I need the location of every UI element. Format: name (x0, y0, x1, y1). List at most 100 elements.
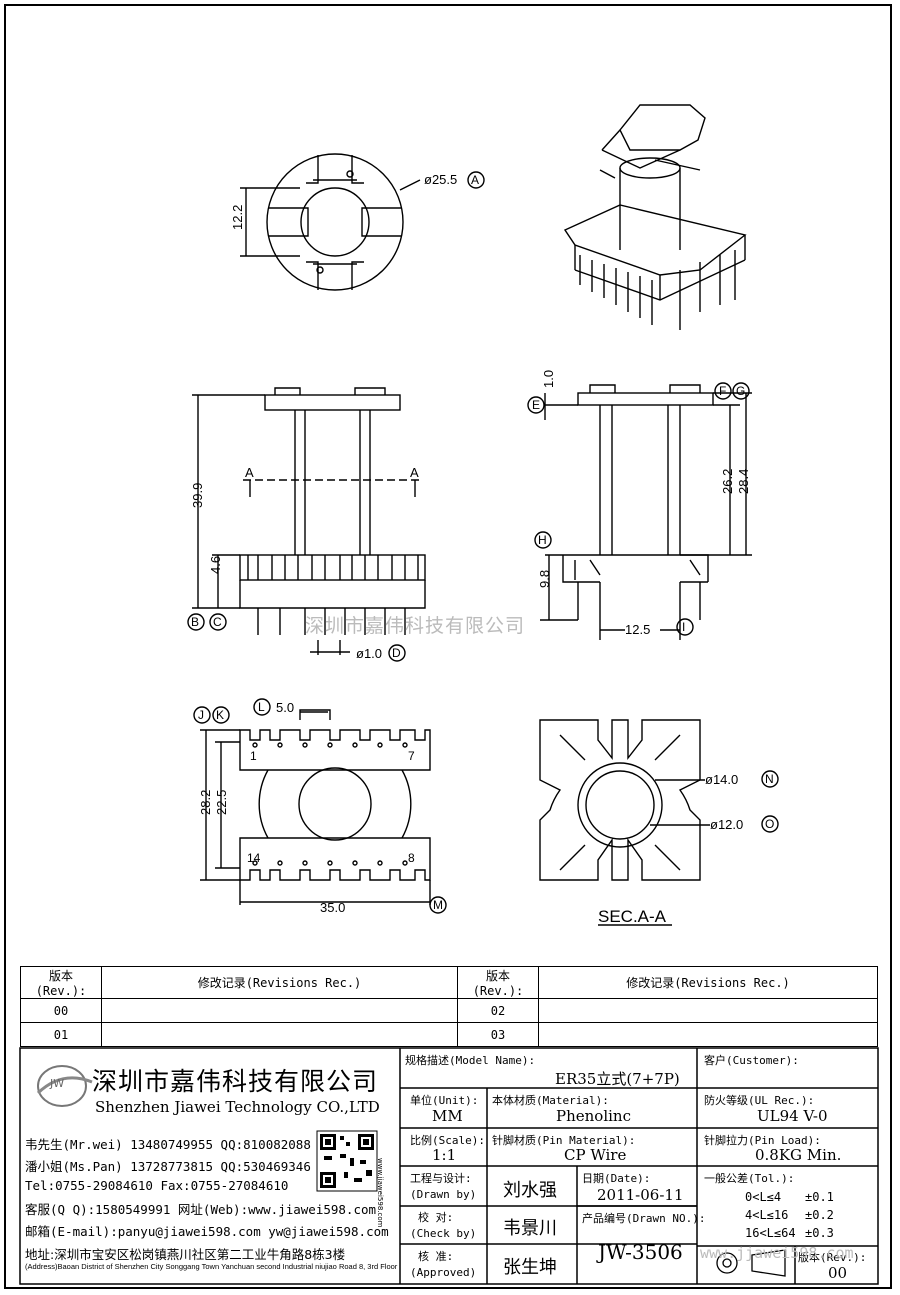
table-row: 01 03 (20, 1022, 878, 1047)
pin-material-label: 针脚材质(Pin Material): (492, 1134, 636, 1147)
marker-g: G (736, 384, 745, 398)
tol-value: ±0.1 (805, 1190, 834, 1204)
address-en: (Address)Baoan District of Shenzhen City… (25, 1262, 398, 1271)
marker-c: C (213, 615, 222, 629)
marker-b: B (191, 615, 199, 629)
material-value: Phenolinc (556, 1107, 631, 1125)
contact-line: 邮箱(E-mail):panyu@jiawei598.com yw@jiawei… (25, 1224, 389, 1239)
customer-label: 客户(Customer): (704, 1054, 799, 1067)
contact-line: 潘小姐(Ms.Pan) 13728773815 QQ:530469346 (25, 1159, 311, 1174)
drawn-by-label: 工程与设计: (410, 1172, 472, 1185)
dim-26-2: 26.2 (720, 469, 735, 494)
pin-14-label: 14 (247, 851, 261, 865)
tol-range: 4<L≤16 (745, 1208, 789, 1222)
contact-line: 韦先生(Mr.wei) 13480749955 QQ:810082088 (25, 1137, 311, 1152)
material-label: 本体材质(Material): (492, 1094, 609, 1107)
drawn-by-label-en: (Drawn by) (410, 1188, 477, 1201)
ul-label: 防火等级(UL Rec.): (704, 1094, 815, 1107)
date-value: 2011-06-11 (597, 1186, 684, 1204)
marker-f: F (719, 384, 726, 398)
approved-value: 张生坤 (503, 1257, 557, 1278)
rev-cell: 01 (20, 1022, 102, 1047)
marker-e: E (532, 398, 540, 412)
front-view (192, 387, 426, 655)
marker-j: J (198, 708, 204, 722)
dim-12-2: 12.2 (230, 205, 245, 230)
model-value: ER35立式(7+7P) (555, 1070, 680, 1088)
marker-n: N (765, 772, 774, 786)
table-row: 00 02 (20, 998, 878, 1023)
dim-dia-25-5: ø25.5 (424, 172, 457, 187)
approved-label-en: (Approved) (410, 1266, 477, 1279)
web-watermark: www.jjawei598.com (700, 1244, 854, 1262)
header-rec: 修改记录(Revisions Rec.) (101, 966, 458, 999)
company-name-cn: 深圳市嘉伟科技有限公司 (92, 1067, 379, 1096)
company-name-en: Shenzhen Jiawei Technology CO.,LTD (95, 1098, 380, 1116)
pin-8-label: 8 (408, 851, 415, 865)
section-a-right: A (410, 465, 419, 480)
dim-1-0: 1.0 (541, 370, 556, 388)
version-label: 版本(Rev.): (798, 1251, 867, 1264)
dim-dia-12-0: ø12.0 (710, 817, 743, 832)
dim-9-8: 9.8 (537, 570, 552, 588)
logo-text: JW (50, 1077, 65, 1090)
dim-dia-1-0: ø1.0 (356, 646, 382, 661)
date-label: 日期(Date): (582, 1172, 651, 1185)
tol-range: 16<L≤64 (745, 1226, 796, 1240)
bottom-view (200, 709, 431, 905)
drawn-by-value: 刘水强 (503, 1180, 557, 1201)
qr-code-icon (316, 1130, 378, 1192)
iso-view (563, 104, 747, 330)
drawing-sheet (4, 4, 892, 1289)
pin-load-value: 0.8KG Min. (755, 1146, 842, 1164)
section-title: SEC.A-A (598, 907, 667, 926)
table-row: 版本(Rev.): 修改记录(Revisions Rec.) 版本(Rev.):… (20, 966, 878, 999)
scale-label: 比例(Scale): (410, 1134, 485, 1147)
svg-text:www.jiawei598.com: www.jiawei598.com (376, 1158, 384, 1228)
dim-12-5: 12.5 (625, 622, 650, 637)
unit-label: 单位(Unit): (410, 1094, 479, 1107)
contact-line: 客服(Q Q):1580549991 网址(Web):www.jiawei598… (25, 1202, 377, 1217)
approved-label: 核 准: (418, 1250, 454, 1263)
dim-4-6: 4.6 (208, 556, 223, 574)
dim-28-4: 28.4 (736, 469, 751, 494)
technical-drawing: 12.2 ø25.5 A A A 39.9 4.6 ø1.0 B C D (187, 104, 779, 926)
dim-dia-14-0: ø14.0 (705, 772, 738, 787)
drawing-no-value: JW-3506 (598, 1240, 683, 1264)
rev-cell: 03 (457, 1022, 539, 1047)
marker-h: H (538, 533, 547, 547)
dim-22-5: 22.5 (214, 790, 229, 815)
contact-line: Tel:0755-29084610 Fax:0755-27084610 (25, 1178, 289, 1193)
header-rec: 修改记录(Revisions Rec.) (538, 966, 878, 999)
version-value: 00 (828, 1264, 848, 1282)
unit-value: MM (432, 1107, 463, 1125)
dim-28-2: 28.2 (198, 790, 213, 815)
projection-symbol (716, 1249, 786, 1277)
section-view (539, 719, 710, 926)
model-label: 规格描述(Model Name): (405, 1054, 536, 1067)
dim-39-9: 39.9 (190, 483, 205, 508)
drawing-no-label: 产品编号(Drawn NO.): (582, 1212, 706, 1225)
header-rev: 版本(Rev.): (20, 966, 102, 999)
dim-5-0: 5.0 (276, 700, 294, 715)
tolerance-label: 一般公差(Tol.): (704, 1172, 795, 1185)
check-by-label-en: (Check by) (410, 1227, 477, 1240)
watermark: 深圳市嘉伟科技有限公司 (305, 615, 526, 637)
top-view (240, 153, 421, 291)
pin-1-label: 1 (250, 749, 257, 763)
pin-material-value: CP Wire (564, 1146, 627, 1164)
ul-value: UL94 V-0 (757, 1107, 828, 1125)
marker-o: O (765, 817, 774, 831)
check-by-label: 校 对: (418, 1211, 454, 1224)
tol-value: ±0.3 (805, 1226, 834, 1240)
marker-l: L (258, 700, 265, 714)
check-by-value: 韦景川 (503, 1218, 557, 1239)
address-cn: 地址:深圳市宝安区松岗镇燕川社区第二工业牛角路8栋3楼 (25, 1247, 346, 1262)
marker-i: I (682, 620, 685, 634)
dim-35-0: 35.0 (320, 900, 345, 915)
scale-value: 1:1 (432, 1146, 457, 1164)
tol-range: 0<L≤4 (745, 1190, 782, 1204)
tol-value: ±0.2 (805, 1208, 834, 1222)
side-view (540, 384, 752, 640)
